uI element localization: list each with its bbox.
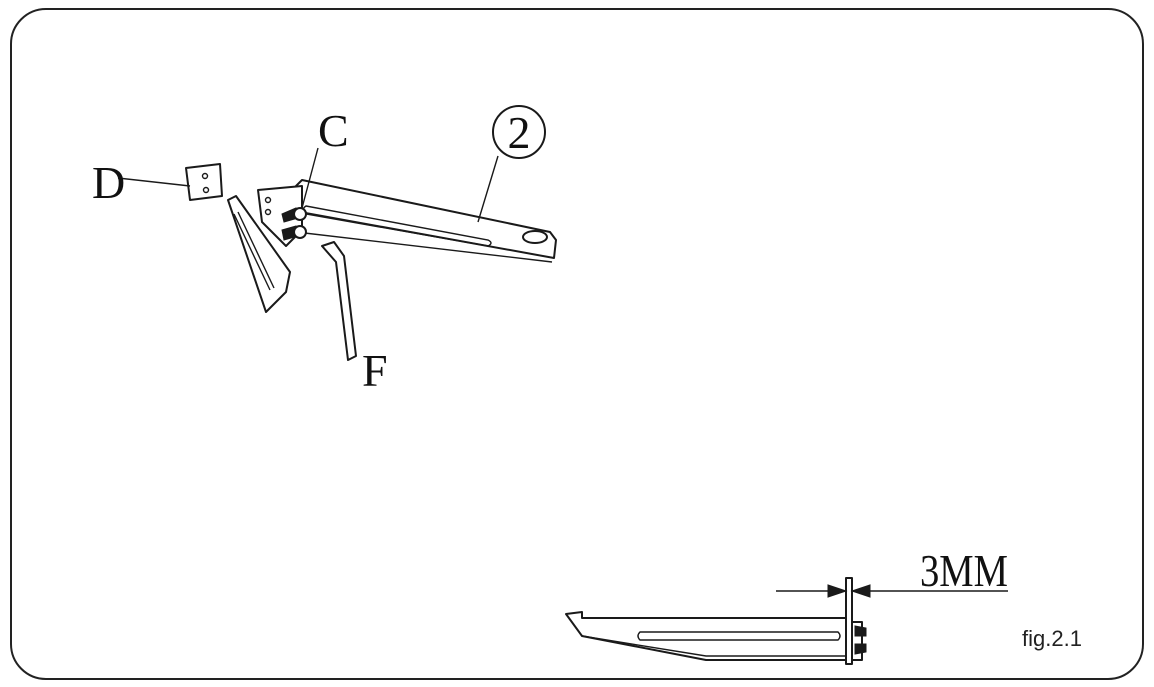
hex-key-f [321, 241, 357, 361]
dimension-marker [776, 584, 1008, 598]
leader-c [301, 147, 319, 209]
screw-set-c [281, 207, 307, 241]
diagram-frame [10, 8, 1144, 680]
label-d: D [92, 157, 125, 208]
bracket-wall-plate [227, 185, 303, 313]
label-dimension: 3MM [920, 545, 1008, 596]
figure-caption: fig.2.1 [1022, 626, 1082, 651]
part-number-circle [492, 105, 546, 159]
label-c: C [318, 105, 349, 156]
label-f: F [362, 345, 388, 396]
label-part-number: 2 [508, 107, 531, 158]
leader-d [117, 177, 191, 187]
plate-d [185, 163, 223, 201]
side-view-bracket [565, 577, 867, 665]
leader-2 [477, 155, 499, 223]
